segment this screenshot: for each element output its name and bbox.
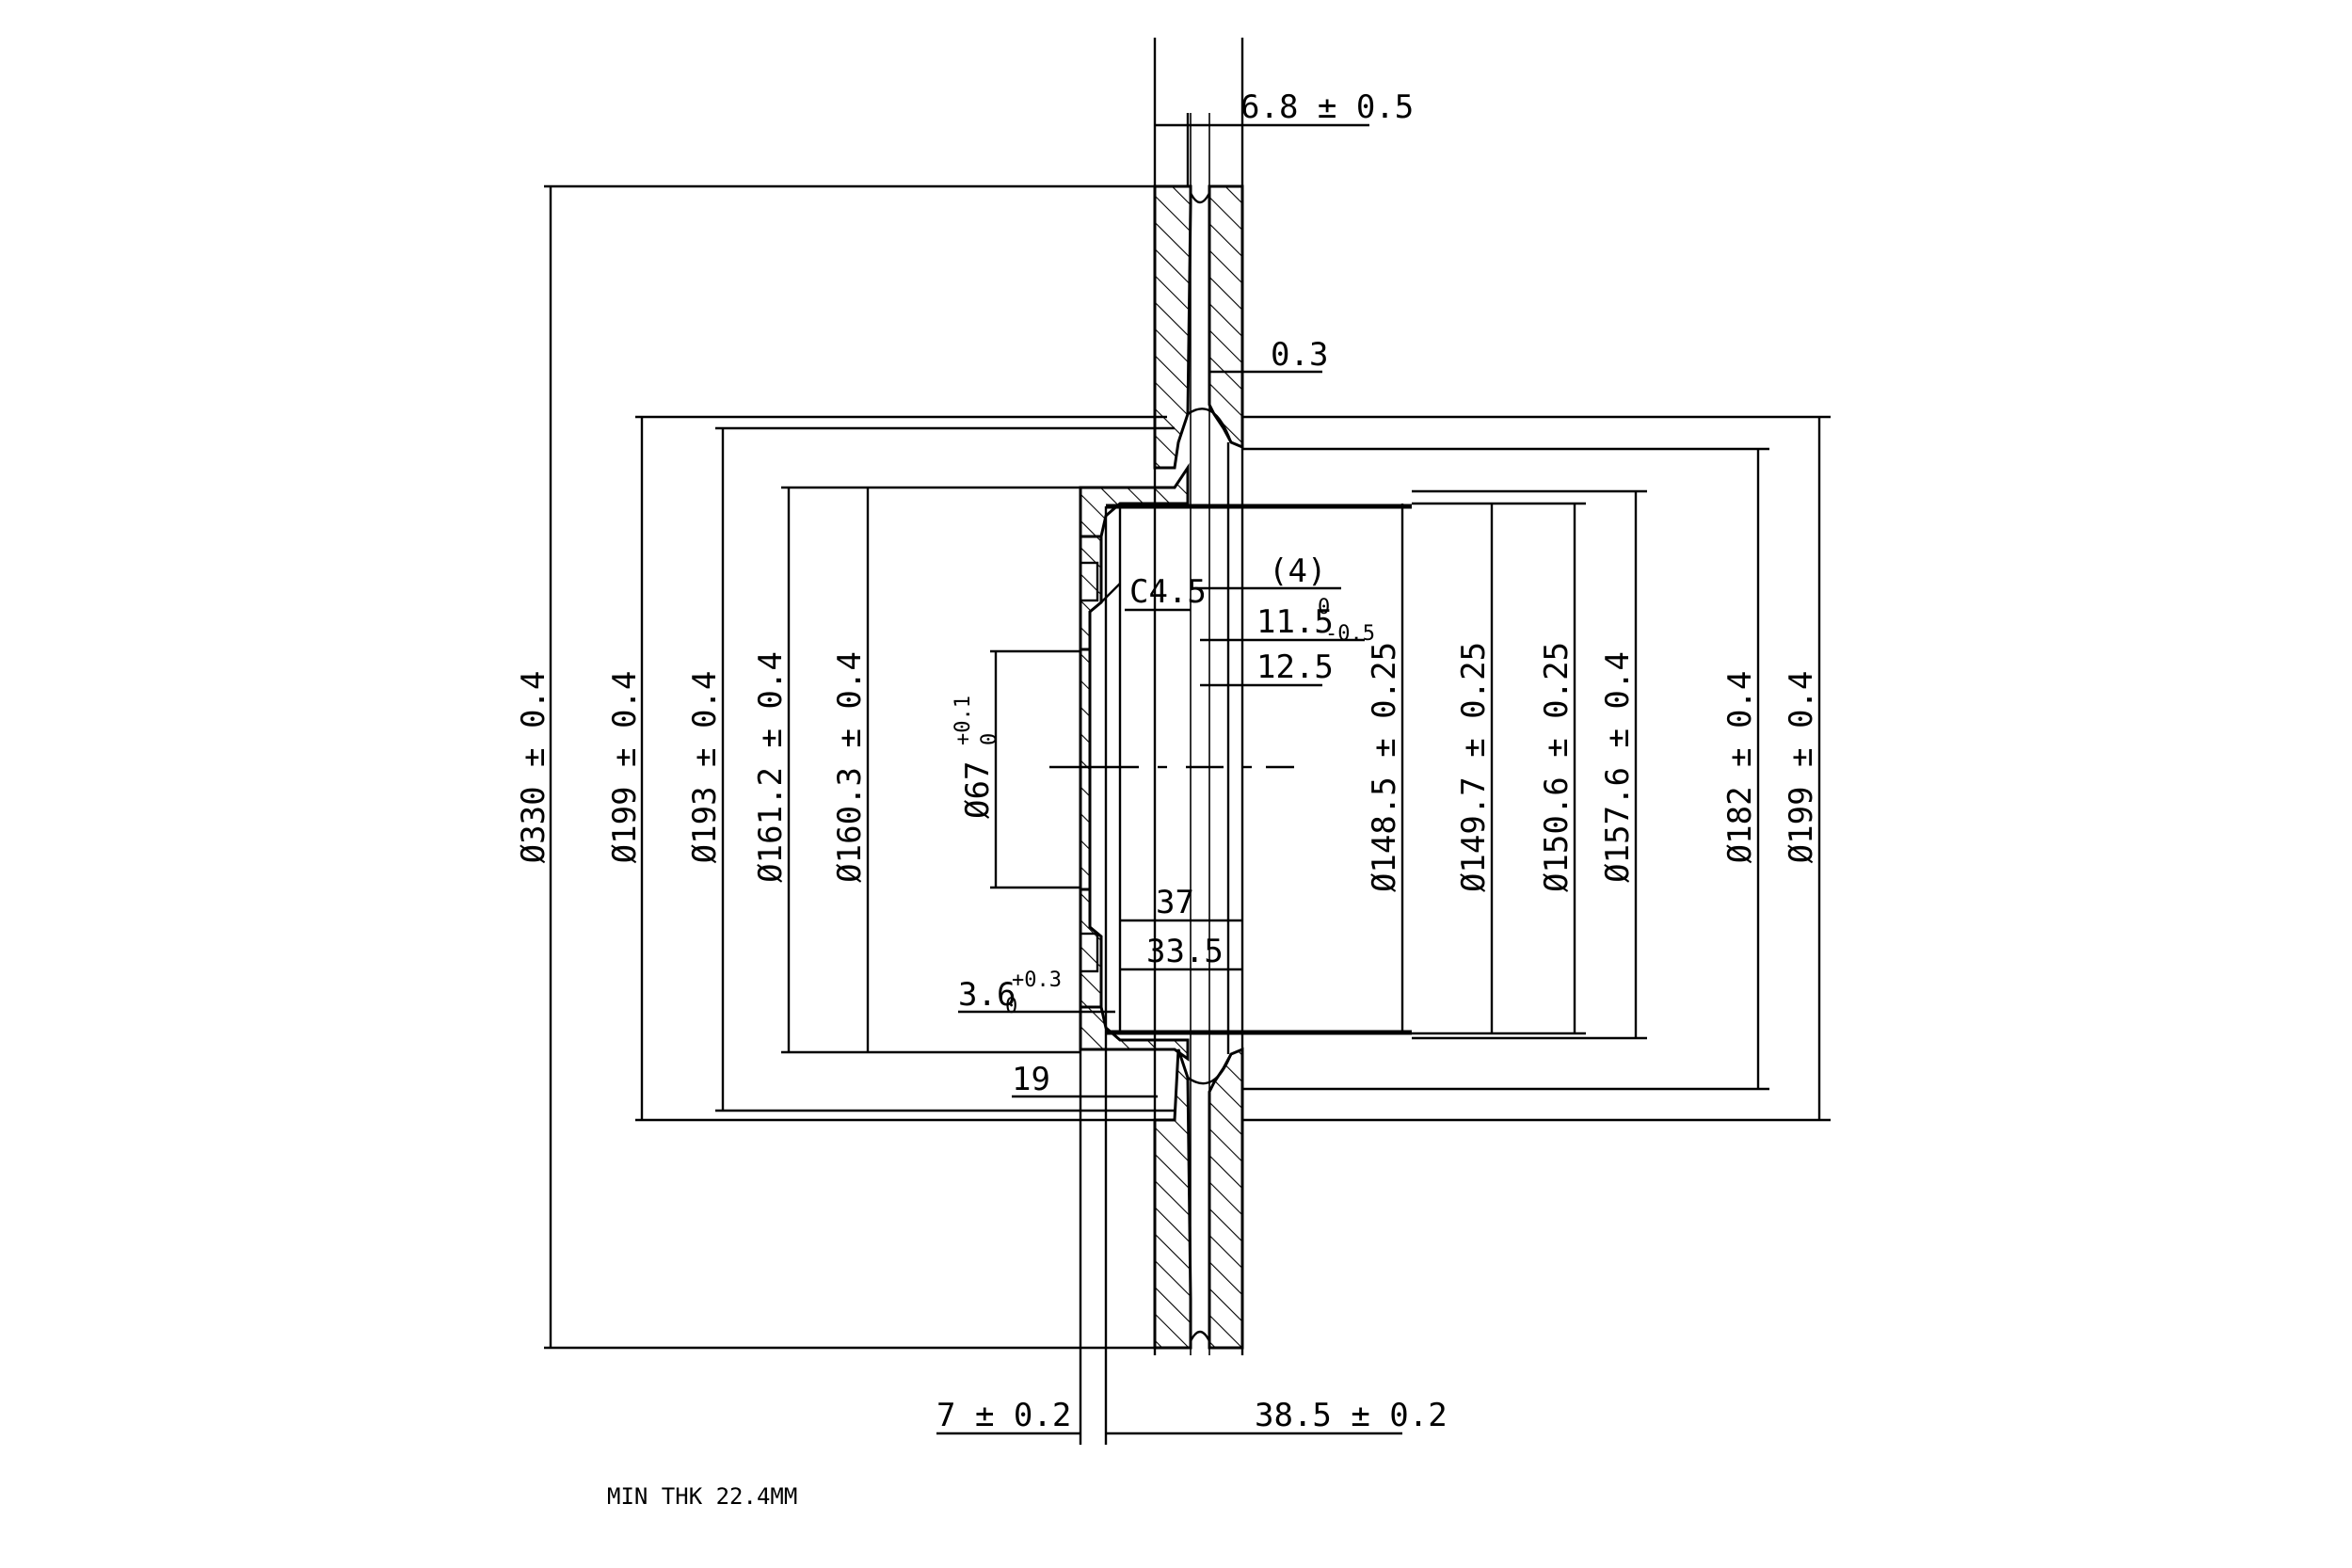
dim-dia-157-6: Ø157.6 ± 0.4 [1599, 651, 1637, 883]
dim-depth-11-5-sup: 0 [1318, 596, 1330, 619]
dim-bore-67-sup: +0.1 [952, 696, 975, 745]
dim-len-38-5: 38.5 ± 0.2 [1255, 1397, 1448, 1434]
extension-lines [544, 38, 1831, 1445]
dim-bore-67: Ø67 [959, 761, 997, 819]
dim-dia-182: Ø182 ± 0.4 [1721, 671, 1759, 864]
dim-dia-149-7: Ø149.7 ± 0.25 [1455, 642, 1493, 892]
dim-dia-193: Ø193 ± 0.4 [686, 671, 724, 864]
dim-dia-148-5: Ø148.5 ± 0.25 [1366, 642, 1403, 892]
dim-len-33-5: 33.5 [1146, 933, 1224, 970]
dimension-labels: 6.8 ± 0.5 0.3 (4) C4.5 11.5 0 -0.5 12.5 … [515, 88, 1820, 1434]
dim-len-7: 7 ± 0.2 [936, 1397, 1071, 1434]
dim-dia-150-6: Ø150.6 ± 0.25 [1538, 642, 1576, 892]
dim-depth-12-5: 12.5 [1256, 648, 1334, 686]
dim-len-3-6-sup: +0.3 [1012, 968, 1062, 992]
dim-dia-161-2: Ø161.2 ± 0.4 [752, 651, 790, 883]
dim-len-3-6: 3.6 [958, 976, 1016, 1014]
dim-dia-199-right: Ø199 ± 0.4 [1783, 671, 1820, 864]
min-thickness-note: MIN THK 22.4MM [607, 1483, 797, 1510]
dim-dia-160-3: Ø160.3 ± 0.4 [831, 651, 869, 883]
disc-section [1079, 113, 1412, 1355]
dim-chamfer: C4.5 [1129, 573, 1207, 611]
dim-dia-199-left: Ø199 ± 0.4 [606, 671, 644, 864]
dim-len-3-6-sub: 0 [1005, 995, 1017, 1018]
dim-offset-small: 0.3 [1271, 336, 1328, 374]
dim-depth-11-5-sub: -0.5 [1325, 622, 1375, 646]
dimension-lines [549, 113, 1821, 1435]
dim-dia-330: Ø330 ± 0.4 [515, 671, 552, 864]
dim-len-19: 19 [1012, 1061, 1050, 1098]
dim-len-37: 37 [1156, 884, 1194, 921]
dim-thickness-top: 6.8 ± 0.5 [1240, 88, 1414, 126]
dim-bore-67-sub: 0 [978, 733, 1001, 745]
dim-ref-4: (4) [1269, 552, 1326, 590]
dim-depth-11-5: 11.5 [1256, 603, 1334, 641]
